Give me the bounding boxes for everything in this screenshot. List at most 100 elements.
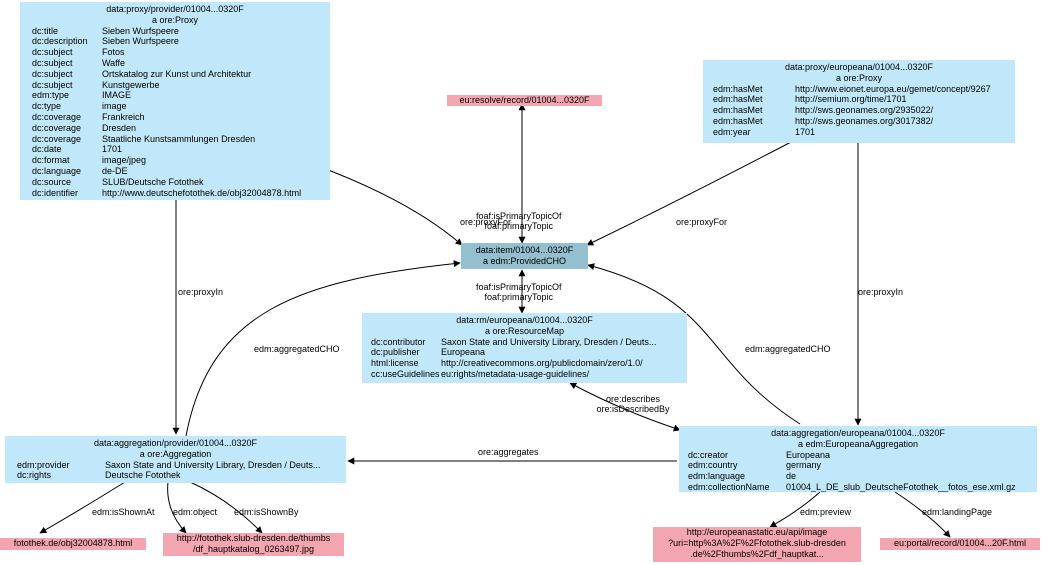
property-key: dc:description	[32, 36, 88, 47]
property-row: dc:description Sieben Wurfspeere	[32, 36, 301, 47]
property-value: http://sws.geonames.org/3017382/	[795, 115, 934, 126]
edge-label-proxy-for-left: ore:proxyFor	[460, 217, 512, 227]
node-id: data:proxy/europeana/01004...0320F	[784, 62, 934, 72]
property-key: dc:coverage	[32, 122, 82, 133]
property-key: dc:coverage	[32, 133, 82, 144]
link-shown-at[interactable]: fotothek.de/obj32004878.html	[0, 538, 146, 550]
link-resolve-record[interactable]: eu:resolve/record/01004...0320F	[447, 95, 602, 106]
edge-label-object: edm:object	[173, 507, 218, 517]
property-value: Sieben Wurfspeere	[102, 36, 179, 47]
edge-proxy-for-right	[586, 140, 794, 246]
node-id: data:rm/europeana/01004...0320F	[456, 315, 593, 325]
property-value: Dresden	[102, 122, 137, 133]
property-value: Waffe	[102, 57, 126, 68]
property-value: de	[786, 471, 797, 482]
edge-label-proxy-in-right: ore:proxyIn	[858, 287, 904, 297]
property-value: Fotos	[102, 47, 125, 58]
link-text: eu:portal/record/01004...20F.html	[893, 538, 1027, 548]
property-key: dc:rights	[17, 470, 52, 481]
edge-describes	[569, 382, 681, 432]
edge-object	[167, 481, 187, 534]
property-row: dc:source SLUB/Deutsche Fotothek	[32, 177, 301, 188]
property-value: image/jpeg	[102, 155, 147, 166]
node-type: a edm:EuropeanaAggregation	[797, 438, 919, 449]
property-value: Europeana	[441, 347, 486, 358]
property-value: http://www.deutschefotothek.de/obj320048…	[102, 187, 302, 198]
property-key: edm:hasMet	[713, 94, 763, 105]
link-preview[interactable]: http://europeanastatic.eu/api/image ?uri…	[653, 527, 861, 562]
property-value: 1701	[795, 126, 816, 137]
property-row: edm:hasMet http://www.eionet.europa.eu/ge…	[713, 84, 991, 95]
node-proxy-provider: data:proxy/provider/01004...0320F a ore:…	[20, 2, 330, 200]
property-value: http://www.eionet.europa.eu/gemet/concep…	[795, 83, 991, 94]
property-value: Ortskatalog zur Kunst und Architektur	[102, 68, 252, 79]
edge-proxy-for-left	[314, 164, 463, 246]
edge-label-primary-topic-bottom: foaf:isPrimaryTopicOf foaf:primaryTopic	[476, 282, 562, 302]
property-key: edm:language	[688, 471, 746, 482]
property-row: edm:language de	[688, 471, 1016, 482]
property-value: germany	[786, 460, 822, 471]
property-row: edm:country germany	[688, 460, 1016, 471]
property-key: edm:country	[688, 460, 738, 471]
link-landing-page[interactable]: eu:portal/record/01004...20F.html	[880, 538, 1040, 550]
node-id: data:item/01004...0320F	[475, 245, 574, 255]
property-key: dc:subject	[32, 47, 73, 58]
property-key: edm:provider	[17, 459, 70, 470]
property-value: Sieben Wurfspeere	[102, 25, 179, 36]
edge-label-line: foaf:isPrimaryTopicOf	[476, 211, 562, 221]
property-value: Saxon State and University Library, Dres…	[441, 336, 657, 347]
link-text: ?uri=http%3A%2F%2Ffotothek.slub-dresden	[668, 537, 846, 548]
property-value: Saxon State and University Library, Dres…	[105, 459, 321, 470]
node-proxy-europeana: data:proxy/europeana/01004...0320F a ore…	[703, 60, 1015, 143]
property-value: 1701	[102, 144, 123, 155]
property-key: dc:type	[32, 101, 62, 112]
edge-aggregated-cho-right	[587, 263, 801, 425]
property-table: edm:hasMet http://www.eionet.europa.eu/ge…	[713, 84, 991, 138]
node-resource-map: data:rm/europeana/01004...0320F a ore:Re…	[362, 313, 687, 383]
property-value: Staatliche Kunstsammlungen Dresden	[102, 133, 256, 144]
edge-preview	[769, 491, 821, 528]
node-aggregation-europeana: data:aggregation/europeana/01004...0320F…	[679, 426, 1037, 492]
property-key: cc:useGuidelines	[371, 368, 440, 379]
edge-landing-page	[894, 491, 951, 538]
edge-aggregated-cho-left	[185, 260, 461, 437]
property-value: http://semium.org/time/1701	[795, 94, 907, 105]
edge-label-is-shown-by: edm:isShownBy	[234, 507, 299, 517]
edge-label-aggregated-cho-left: edm:aggregatedCHO	[254, 344, 340, 354]
property-key: edm:hasMet	[713, 83, 763, 94]
edge-label-proxy-in-left: ore:proxyIn	[178, 287, 224, 297]
property-key: dc:source	[32, 176, 72, 187]
link-text: eu:resolve/record/01004...0320F	[459, 95, 590, 105]
property-value: SLUB/Deutsche Fotothek	[102, 176, 204, 187]
property-row: edm:year 1701	[713, 127, 991, 138]
edge-label-landing-page: edm:landingPage	[922, 507, 993, 517]
edge-label-proxy-for-right: ore:proxyFor	[676, 217, 728, 227]
property-key: dc:coverage	[32, 111, 82, 122]
link-object[interactable]: http://fotothek.slub-dresden.de/thumbs /…	[163, 533, 344, 556]
property-value: eu:rights/metadata-usage-guidelines/	[441, 368, 590, 379]
property-row: dc:coverage Dresden	[32, 123, 301, 134]
property-row: edm:hasMet http://semium.org/time/1701	[713, 94, 991, 105]
property-value: de-DE	[102, 165, 128, 176]
edge-label-primary-topic-top: foaf:isPrimaryTopicOf foaf:primaryTopic	[476, 211, 562, 231]
property-key: dc:subject	[32, 68, 73, 79]
edge-label-line: foaf:primaryTopic	[484, 221, 554, 231]
edge-label-line: foaf:isPrimaryTopicOf	[476, 282, 562, 292]
node-id: data:aggregation/provider/01004...0320F	[93, 438, 258, 448]
property-value: 01004_L_DE_slub_DeutscheFotothek__fotos_…	[786, 481, 1016, 492]
link-text: fotothek.de/obj32004878.html	[13, 538, 133, 548]
node-type: a ore:Aggregation	[139, 448, 212, 459]
property-key: edm:year	[713, 126, 751, 137]
property-key: dc:creator	[688, 449, 729, 460]
edge-label-is-shown-at: edm:isShownAt	[92, 507, 155, 517]
